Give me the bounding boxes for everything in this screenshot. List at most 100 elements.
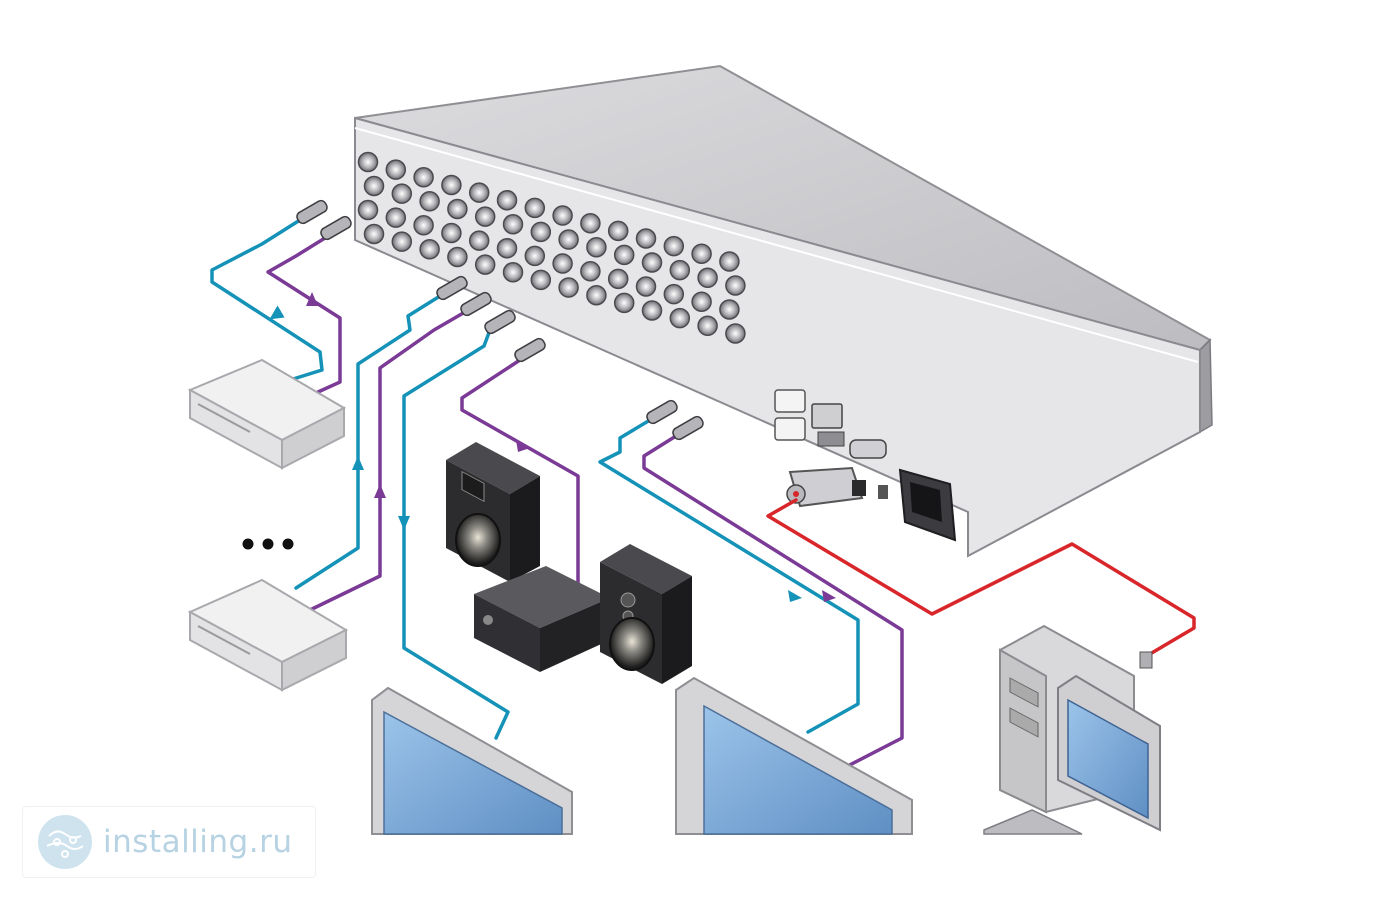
signal-arrows	[269, 292, 836, 602]
bnc-connector	[613, 292, 635, 314]
bnc-connector	[357, 199, 379, 221]
cable-plugs	[296, 199, 704, 441]
ethernet-port-b	[774, 417, 806, 441]
bnc-connector	[474, 254, 496, 275]
bnc-connector	[613, 244, 635, 266]
cable-rs232-red	[766, 498, 1196, 656]
bnc-connector	[441, 222, 462, 244]
cable-plug	[320, 215, 352, 241]
source-device-1	[187, 358, 347, 470]
cable-source2-blue	[294, 294, 442, 590]
cable-display2-blue	[598, 418, 860, 734]
ellipsis-more-sources	[242, 538, 294, 550]
cable-plug	[646, 399, 678, 425]
cable-source2-purple	[308, 310, 467, 612]
cable-source1-purple	[266, 236, 342, 394]
bnc-connector	[580, 260, 601, 282]
cable-plug	[672, 415, 704, 441]
matrix-switcher	[354, 64, 1213, 558]
bnc-connector	[502, 214, 524, 235]
bnc-connector	[363, 223, 385, 245]
rs232-adapter-plug	[786, 466, 866, 508]
bnc-connector	[441, 174, 462, 196]
cable-source1-blue	[210, 218, 324, 382]
rs232-port	[849, 439, 887, 459]
arrow-source2-purple	[374, 484, 386, 498]
bnc-connector	[719, 299, 740, 320]
speaker-right	[600, 544, 692, 684]
arrow-source1-blue	[269, 305, 285, 320]
cable-plug	[460, 291, 492, 317]
cable-audio-purple	[460, 358, 580, 594]
bnc-connector	[419, 239, 440, 260]
bnc-connector	[357, 151, 379, 173]
bnc-connector	[552, 253, 573, 274]
speaker-left	[446, 442, 540, 582]
bnc-connector	[641, 252, 663, 273]
watermark-text: installing.ru	[103, 824, 293, 860]
bnc-connector	[663, 283, 685, 305]
display-2	[675, 676, 913, 835]
ethernet-port-a	[774, 389, 806, 413]
bnc-connector	[697, 315, 718, 337]
cable-display2-purple	[642, 434, 904, 772]
cable-plug	[514, 337, 546, 363]
bnc-connector	[586, 236, 607, 258]
bnc-connector	[447, 198, 468, 220]
bnc-connector	[447, 246, 468, 268]
bnc-connector	[391, 231, 413, 252]
bnc-connector	[385, 159, 407, 180]
bnc-connector	[468, 182, 490, 203]
bnc-connector	[635, 228, 657, 249]
bnc-connector	[697, 267, 718, 289]
bnc-connector	[363, 175, 385, 197]
rj45-port	[811, 403, 843, 429]
arrow-display1-blue	[398, 516, 410, 530]
cables	[210, 218, 1196, 772]
arrow-display2-purple	[822, 590, 836, 602]
bnc-connector	[558, 277, 579, 298]
bnc-connector	[413, 167, 434, 188]
bnc-connector	[530, 221, 552, 243]
bnc-connector	[691, 243, 712, 265]
bnc-connector	[502, 262, 524, 283]
bnc-connector-array	[357, 151, 746, 344]
bnc-connector	[496, 238, 518, 259]
bnc-connector	[669, 307, 691, 329]
bnc-connector	[524, 197, 546, 219]
bnc-connector	[607, 268, 629, 290]
bnc-connector	[635, 276, 657, 297]
bnc-connector	[496, 190, 518, 211]
cable-plug	[484, 309, 516, 335]
bnc-connector	[663, 235, 685, 257]
bnc-connector	[719, 251, 740, 272]
source-device-2	[187, 578, 349, 692]
bnc-connector	[385, 207, 407, 228]
bnc-connector	[607, 220, 629, 242]
bnc-connector	[669, 259, 691, 281]
dip-switch	[817, 431, 845, 447]
arrow-audio-purple	[516, 440, 530, 452]
display-1	[371, 686, 573, 835]
bnc-connector	[558, 229, 579, 250]
bnc-connector	[419, 191, 440, 212]
arrow-display2-blue	[788, 590, 802, 602]
bnc-connector	[691, 291, 712, 313]
cable-plug	[436, 275, 468, 301]
watermark-logo-icon	[38, 815, 92, 869]
bnc-connector	[474, 206, 496, 227]
bnc-connector	[391, 183, 413, 204]
arrow-source2-blue	[352, 456, 364, 470]
switcher-side-face	[1199, 338, 1213, 434]
bnc-connector	[641, 300, 663, 321]
bnc-connector	[413, 215, 434, 236]
amplifier	[474, 566, 610, 672]
bnc-connector	[552, 205, 573, 226]
pc-computer	[983, 624, 1161, 835]
switcher-rear-panel	[354, 116, 1201, 558]
bnc-connector	[524, 245, 546, 267]
bnc-connector	[725, 323, 746, 344]
pc-keyboard	[983, 809, 1083, 835]
panel-highlight	[354, 127, 1199, 363]
